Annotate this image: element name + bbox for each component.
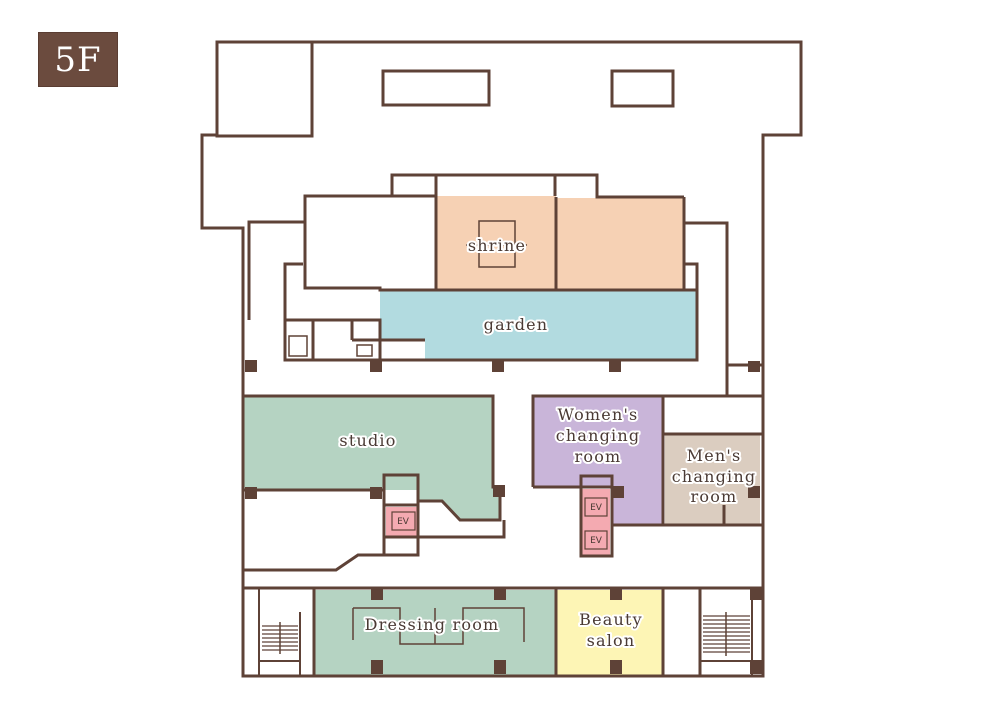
room-garden[interactable] bbox=[380, 290, 697, 360]
room-shrine[interactable] bbox=[436, 196, 556, 290]
label-mens-3: room bbox=[691, 487, 738, 506]
room-womens-changing-ext[interactable] bbox=[612, 488, 663, 525]
floor-label: 5F bbox=[54, 39, 102, 80]
elevator-label-1: EV bbox=[397, 517, 410, 527]
elevator-cars bbox=[391, 497, 608, 550]
elevator-label-3: EV bbox=[590, 536, 603, 546]
label-womens-3: room bbox=[575, 447, 622, 466]
label-mens-2: changing bbox=[672, 467, 757, 486]
label-dressing: Dressing room bbox=[365, 615, 500, 634]
floor-badge: 5F bbox=[38, 32, 118, 87]
label-shrine: shrine bbox=[468, 236, 526, 255]
label-beauty-2: salon bbox=[587, 631, 636, 650]
label-garden: garden bbox=[484, 315, 549, 334]
elevator-label-2: EV bbox=[590, 503, 603, 513]
label-womens-1: Women's bbox=[558, 405, 639, 424]
label-mens-1: Men's bbox=[687, 446, 742, 465]
walls bbox=[200, 40, 803, 678]
room-shrine-annex[interactable] bbox=[556, 198, 684, 290]
room-studio[interactable] bbox=[244, 396, 500, 520]
elevator-women-shaft[interactable] bbox=[582, 489, 610, 556]
columns bbox=[245, 360, 762, 674]
room-womens-changing[interactable] bbox=[533, 396, 663, 488]
room-mens-changing[interactable] bbox=[665, 434, 760, 525]
label-studio: studio bbox=[339, 431, 396, 450]
stairs-west bbox=[262, 622, 298, 654]
label-womens-2: changing bbox=[556, 426, 641, 445]
label-beauty-1: Beauty bbox=[579, 610, 643, 629]
stairs-east bbox=[703, 612, 750, 656]
